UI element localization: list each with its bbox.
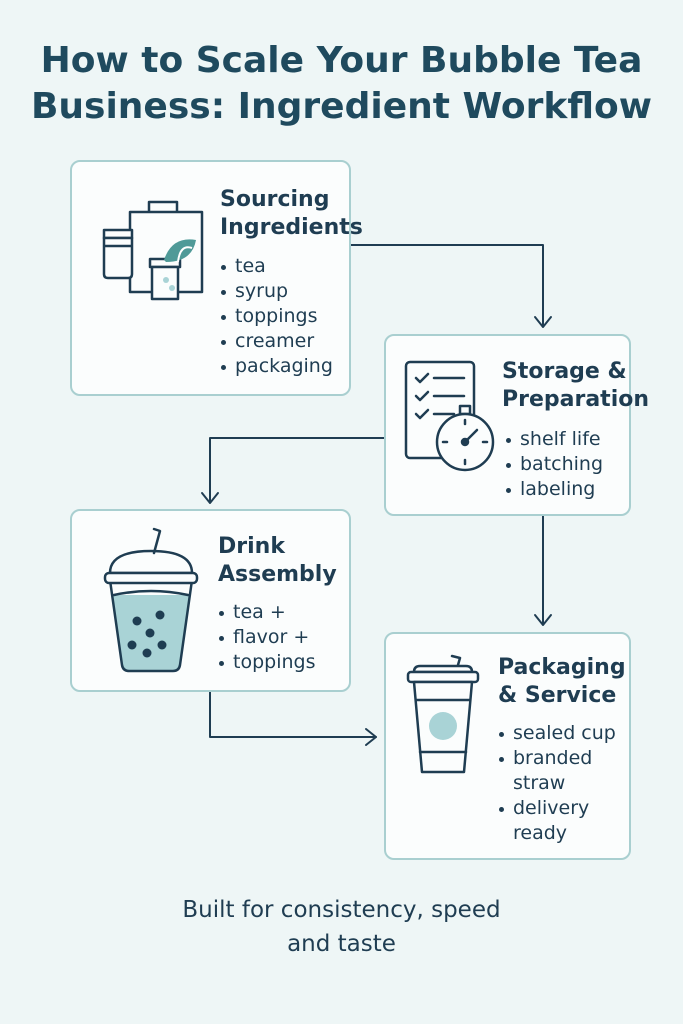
bullet-item: creamer — [220, 329, 333, 354]
arrow-assembly-to-packaging — [209, 691, 377, 738]
step-title-line-2: Preparation — [502, 387, 650, 412]
bullet-line-1: branded — [513, 747, 593, 769]
bullet-item: syrup — [220, 279, 333, 304]
step-title-line-1: Sourcing — [220, 187, 330, 212]
bullet-line-2: ready — [513, 822, 568, 844]
bullet-item: toppings — [218, 650, 315, 675]
bullet-item: packaging — [220, 354, 333, 379]
bullet-item: shelf life — [505, 427, 603, 452]
arrow-storage-to-assembly — [209, 437, 387, 503]
step-bullets-sourcing: tea syrup toppings creamer packaging — [220, 254, 333, 379]
step-title-storage: Storage & Preparation — [502, 358, 649, 414]
bullet-item: delivery ready — [498, 796, 616, 846]
step-title-line-2: Ingredients — [220, 215, 363, 240]
step-title-packaging: Packaging & Service — [498, 654, 626, 710]
footer-tagline: Built for consistency, speed and taste — [0, 893, 683, 961]
step-bullets-assembly: tea + flavor + toppings — [218, 600, 315, 675]
step-card-packaging: Packaging & Service sealed cup branded s… — [384, 632, 631, 860]
step-title-line-2: Assembly — [218, 562, 337, 587]
step-title-line-1: Storage & — [502, 359, 627, 384]
bullet-line-1: delivery — [513, 797, 590, 819]
step-bullets-packaging: sealed cup branded straw delivery ready — [498, 721, 616, 846]
bullet-item: branded straw — [498, 746, 616, 796]
page-title: How to Scale Your Bubble Tea Business: I… — [0, 38, 683, 130]
step-title-line-1: Packaging — [498, 655, 626, 680]
title-line-2: Business: Ingredient Workflow — [30, 86, 653, 127]
step-title-sourcing: Sourcing Ingredients — [220, 186, 363, 242]
bullet-item: batching — [505, 452, 603, 477]
sealed-cup-icon — [406, 654, 480, 774]
step-card-sourcing: Sourcing Ingredients tea syrup toppings … — [70, 160, 363, 396]
bullet-item: toppings — [220, 304, 333, 329]
step-title-assembly: Drink Assembly — [218, 533, 337, 589]
bullet-line-2: straw — [513, 772, 566, 794]
step-title-line-1: Drink — [218, 534, 285, 559]
footer-line-1: Built for consistency, speed — [182, 897, 501, 923]
step-title-line-2: & Service — [498, 683, 617, 708]
bubble-tea-cup-icon — [103, 527, 199, 673]
footer-line-2: and taste — [287, 931, 396, 957]
title-line-1: How to Scale Your Bubble Tea — [40, 40, 643, 81]
bullet-item: labeling — [505, 477, 603, 502]
bullet-item: flavor + — [218, 625, 315, 650]
checklist-timer-icon — [404, 360, 495, 472]
ingredients-bag-jar-icon — [102, 200, 204, 301]
step-card-assembly: Drink Assembly tea + flavor + toppings — [70, 509, 351, 692]
arrow-sourcing-to-storage — [349, 244, 544, 327]
step-bullets-storage: shelf life batching labeling — [505, 427, 603, 502]
bullet-item: tea + — [218, 600, 315, 625]
step-card-storage: Storage & Preparation shelf life batchin… — [384, 334, 649, 516]
bullet-item: tea — [220, 254, 333, 279]
bullet-item: sealed cup — [498, 721, 616, 746]
bullet-line-1: sealed cup — [513, 722, 616, 744]
